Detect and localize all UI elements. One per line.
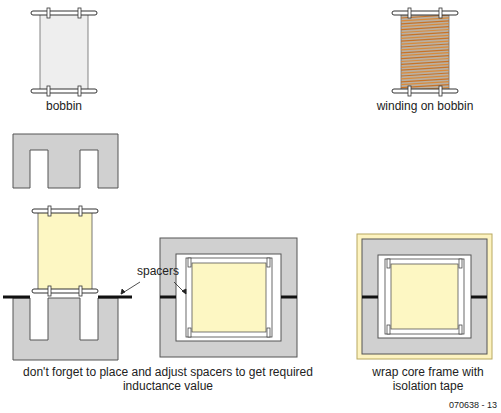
coil-winding xyxy=(401,61,449,64)
instruction-note: wrap core frame with isolation tape xyxy=(363,365,493,393)
drawing-part xyxy=(392,8,458,18)
coil-winding xyxy=(401,64,449,67)
coil-winding xyxy=(401,21,449,24)
coil-winding xyxy=(401,67,449,70)
coil-winding xyxy=(401,35,449,38)
taped-core xyxy=(357,234,492,359)
coil-winding xyxy=(401,56,449,59)
drawing-part xyxy=(38,212,92,291)
coil-winding xyxy=(401,38,449,41)
spacer xyxy=(3,296,132,299)
e-core-top xyxy=(13,134,118,188)
drawing-part xyxy=(401,15,449,91)
figure-number: 070638 - 13 xyxy=(427,400,497,411)
drawing-part xyxy=(362,239,487,354)
drawing-part xyxy=(186,258,272,337)
bobbin-drawing xyxy=(31,8,97,96)
assembled-core xyxy=(160,238,297,357)
part-label: spacers xyxy=(130,264,186,278)
drawing-part xyxy=(121,289,125,294)
drawing-part xyxy=(362,296,378,299)
drawing-part xyxy=(31,8,97,18)
drawing-part xyxy=(387,325,390,334)
coil-winding xyxy=(401,24,449,27)
drawing-part xyxy=(176,254,281,341)
drawing-part xyxy=(459,325,462,334)
drawing-part xyxy=(188,328,191,337)
coil-winding xyxy=(401,76,449,79)
bobbin-exploded xyxy=(32,206,98,296)
coil-winding xyxy=(401,32,449,35)
coil-winding xyxy=(401,50,449,53)
drawing-part xyxy=(32,286,98,296)
drawing-part xyxy=(192,263,266,332)
drawing-part xyxy=(391,264,458,329)
drawing-part xyxy=(378,255,471,338)
drawing-part xyxy=(98,296,132,299)
coil-winding xyxy=(401,41,449,44)
drawing-part xyxy=(32,206,98,216)
coil-winding xyxy=(401,44,449,47)
wound-bobbin-drawing xyxy=(392,8,458,96)
drawing-part xyxy=(3,296,30,299)
part-label: bobbin xyxy=(24,99,104,113)
coil-winding xyxy=(401,30,449,33)
drawing-part xyxy=(31,86,97,96)
coil-winding xyxy=(401,27,449,30)
leader-line xyxy=(121,282,186,294)
e-core-bottom xyxy=(13,298,118,360)
drawing-part xyxy=(392,86,458,96)
drawing-part xyxy=(385,259,464,334)
coil-winding xyxy=(401,73,449,76)
drawing-part xyxy=(174,282,186,294)
drawing-part xyxy=(40,14,88,90)
drawing-part xyxy=(281,296,297,299)
coil-winding xyxy=(401,53,449,56)
drawing-part xyxy=(357,234,492,359)
coil-winding xyxy=(401,70,449,73)
drawing-part xyxy=(267,328,270,337)
drawing-part xyxy=(387,259,390,268)
coil-winding xyxy=(401,79,449,82)
part-label: winding on bobbin xyxy=(355,99,495,113)
drawing-part xyxy=(121,282,140,294)
drawing-part xyxy=(188,258,191,267)
drawing-part xyxy=(401,14,449,90)
drawing-part xyxy=(182,289,186,294)
drawing-part xyxy=(471,296,487,299)
drawing-part xyxy=(459,259,462,268)
drawing-part xyxy=(160,296,176,299)
coil-winding xyxy=(401,82,449,85)
coil-winding xyxy=(401,47,449,50)
drawing-part xyxy=(267,258,270,267)
drawing-part xyxy=(160,238,297,357)
coil-winding xyxy=(401,59,449,62)
instruction-note: don't forget to place and adjust spacers… xyxy=(18,365,318,393)
